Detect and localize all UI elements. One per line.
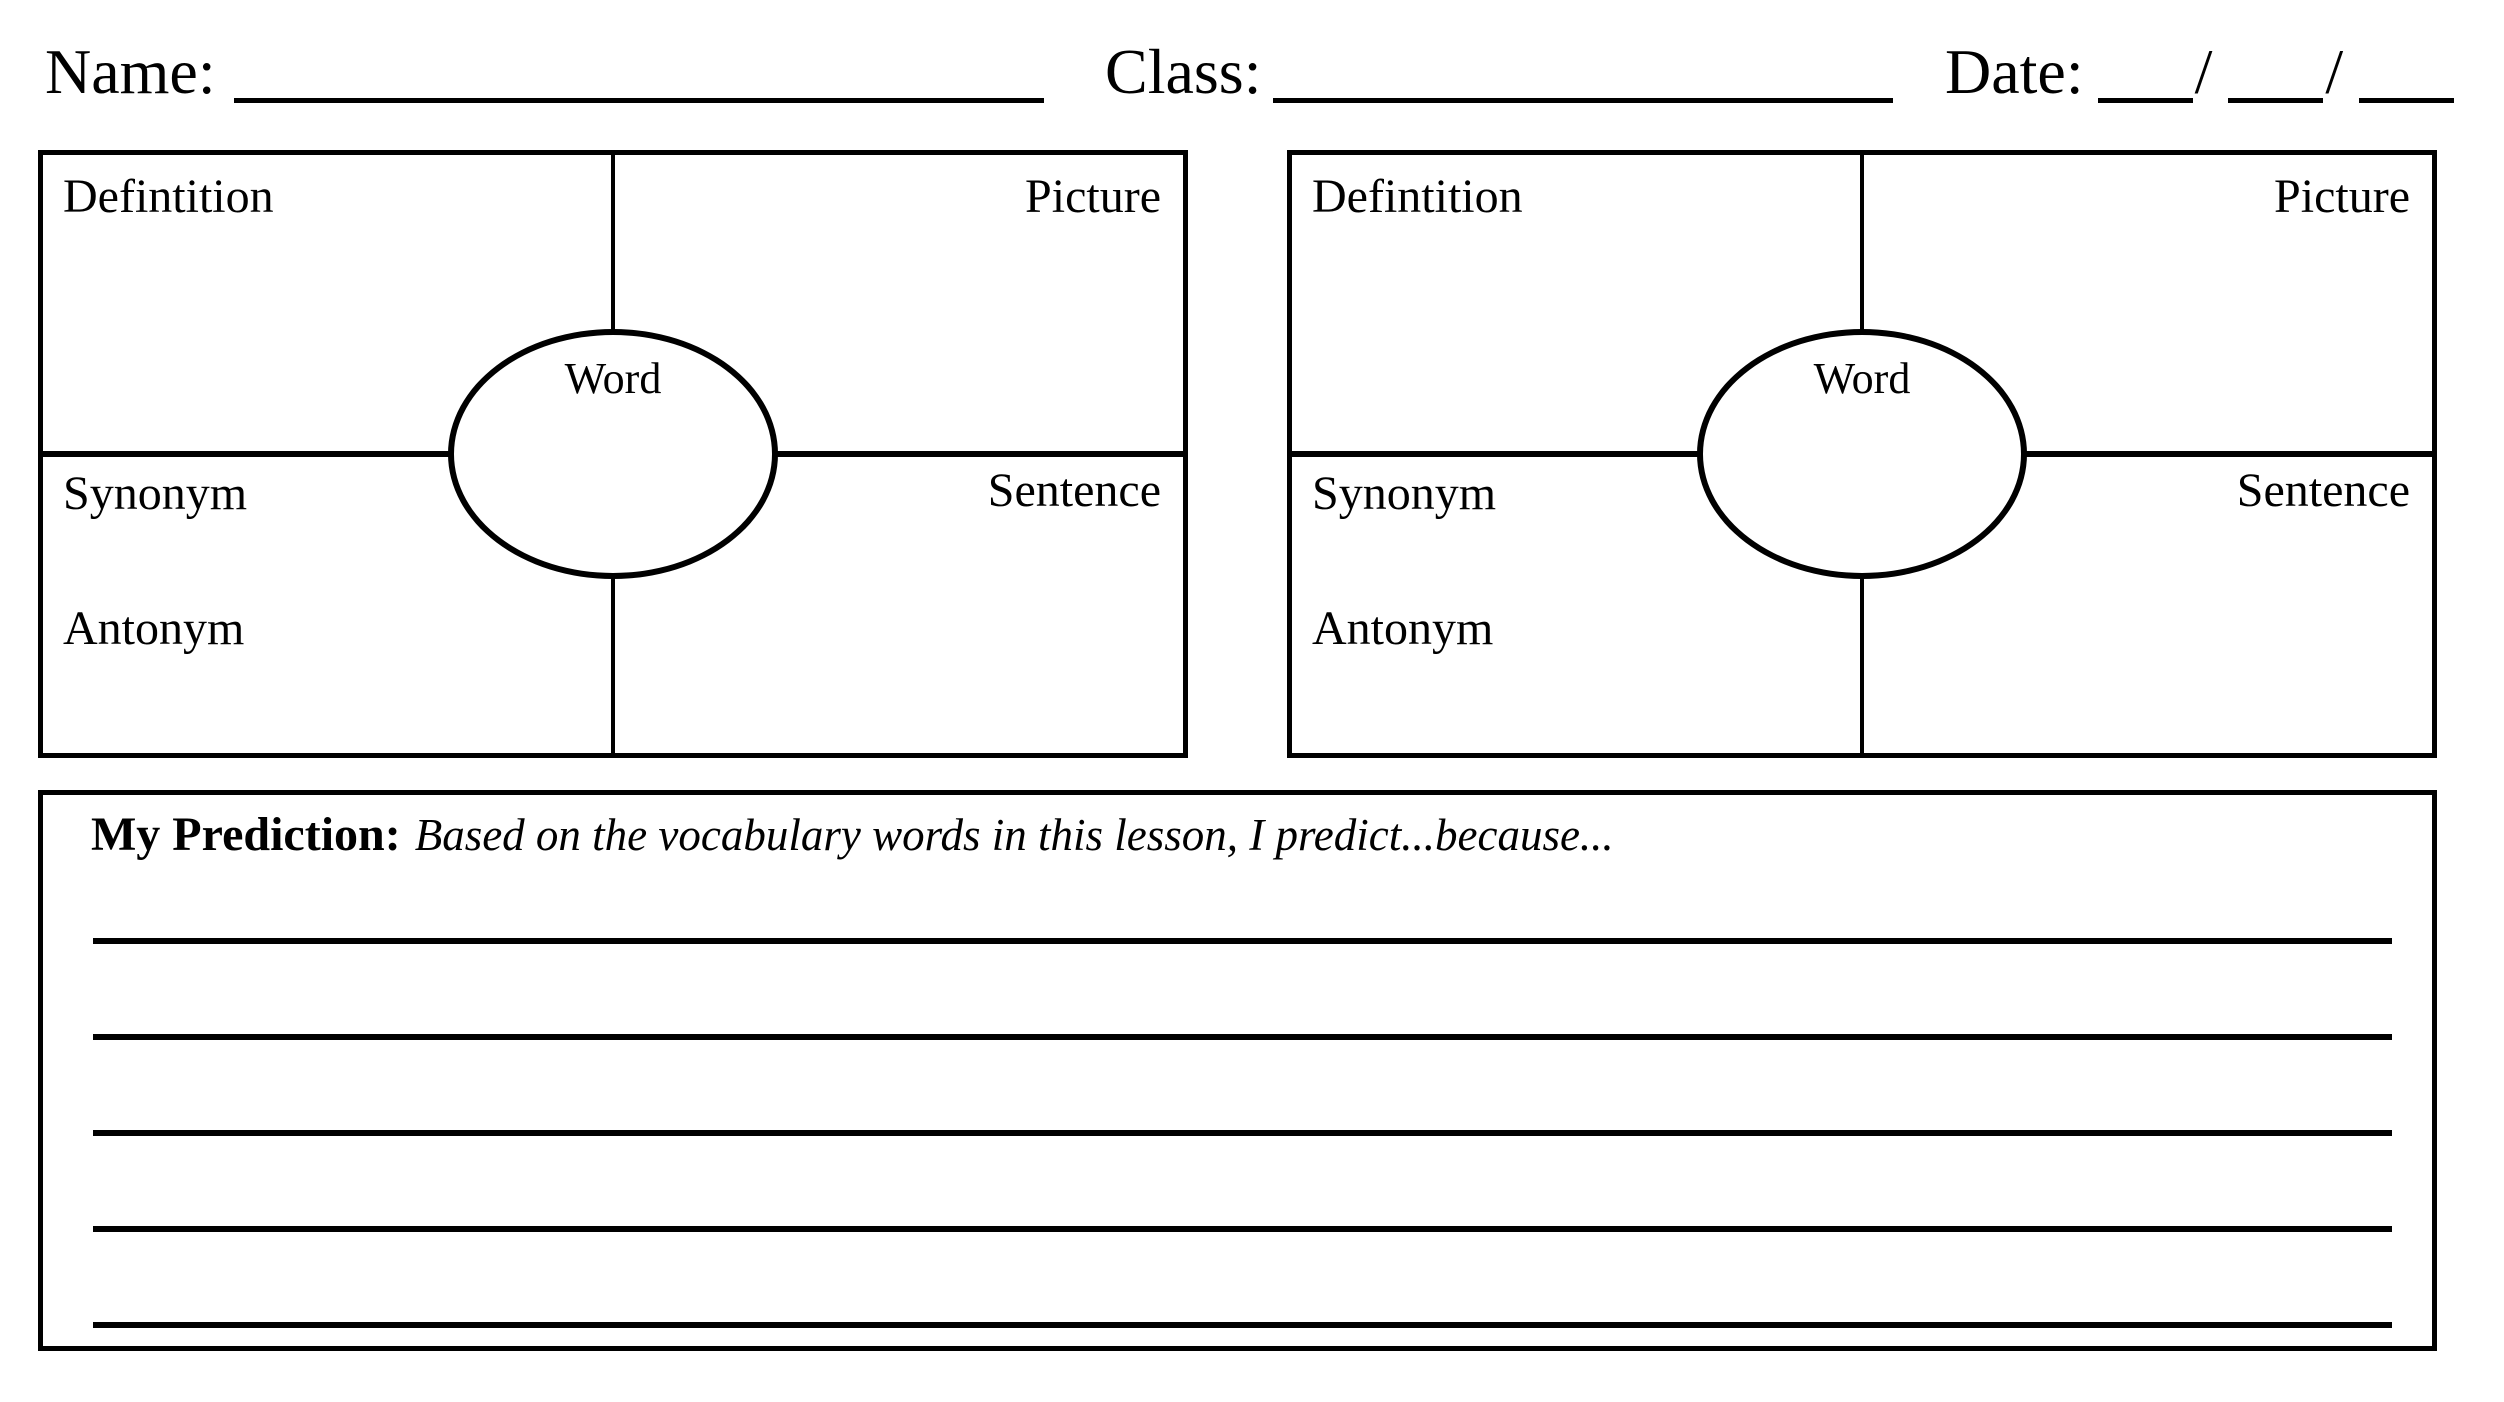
word-oval[interactable]: Word [1697, 329, 2027, 579]
class-field: Class: [1105, 40, 1894, 104]
picture-quadrant[interactable]: Picture [1862, 155, 2432, 454]
synonym-antonym-quadrant[interactable]: Synonym Antonym [1292, 454, 1862, 753]
writing-line[interactable] [93, 1130, 2392, 1136]
writing-line[interactable] [93, 1322, 2392, 1328]
word-map-1: Defintition Picture Synonym Antonym Sent… [38, 150, 1188, 758]
word-label: Word [1813, 354, 1911, 403]
writing-line[interactable] [93, 1226, 2392, 1232]
definition-quadrant[interactable]: Defintition [1292, 155, 1862, 454]
synonym-label: Synonym [1312, 467, 1497, 520]
word-label: Word [564, 354, 662, 403]
picture-label: Picture [2274, 170, 2410, 223]
sentence-quadrant[interactable]: Sentence [1862, 454, 2432, 753]
date-day-blank[interactable] [2228, 98, 2324, 103]
sentence-label: Sentence [987, 464, 1161, 517]
picture-quadrant[interactable]: Picture [613, 155, 1183, 454]
name-blank-line[interactable] [233, 98, 1044, 103]
date-separator: / [2325, 36, 2346, 107]
prediction-title-label: My Prediction: [91, 808, 401, 861]
definition-quadrant[interactable]: Defintition [43, 155, 613, 454]
date-month-blank[interactable] [2097, 98, 2193, 103]
sentence-quadrant[interactable]: Sentence [613, 454, 1183, 753]
definition-label: Defintition [1312, 170, 1523, 223]
date-separator: / [2194, 36, 2215, 107]
synonym-antonym-quadrant[interactable]: Synonym Antonym [43, 454, 613, 753]
date-field: Date:// [1945, 40, 2455, 104]
prediction-title: My Prediction: Based on the vocabulary wo… [91, 807, 1614, 862]
word-oval[interactable]: Word [448, 329, 778, 579]
date-year-blank[interactable] [2359, 98, 2455, 103]
class-blank-line[interactable] [1273, 98, 1894, 103]
synonym-label: Synonym [63, 467, 248, 520]
date-label: Date: [1945, 36, 2084, 107]
name-field: Name: [45, 40, 1044, 104]
antonym-label: Antonym [63, 602, 245, 655]
class-label: Class: [1105, 36, 1262, 107]
definition-label: Defintition [63, 170, 274, 223]
writing-line[interactable] [93, 938, 2392, 944]
prediction-section: My Prediction: Based on the vocabulary wo… [38, 790, 2437, 1351]
antonym-label: Antonym [1312, 602, 1494, 655]
writing-line[interactable] [93, 1034, 2392, 1040]
sentence-label: Sentence [2236, 464, 2410, 517]
picture-label: Picture [1025, 170, 1161, 223]
prediction-prompt: Based on the vocabulary words in this le… [414, 810, 1614, 860]
word-map-2: Defintition Picture Synonym Antonym Sent… [1287, 150, 2437, 758]
name-label: Name: [45, 36, 216, 107]
